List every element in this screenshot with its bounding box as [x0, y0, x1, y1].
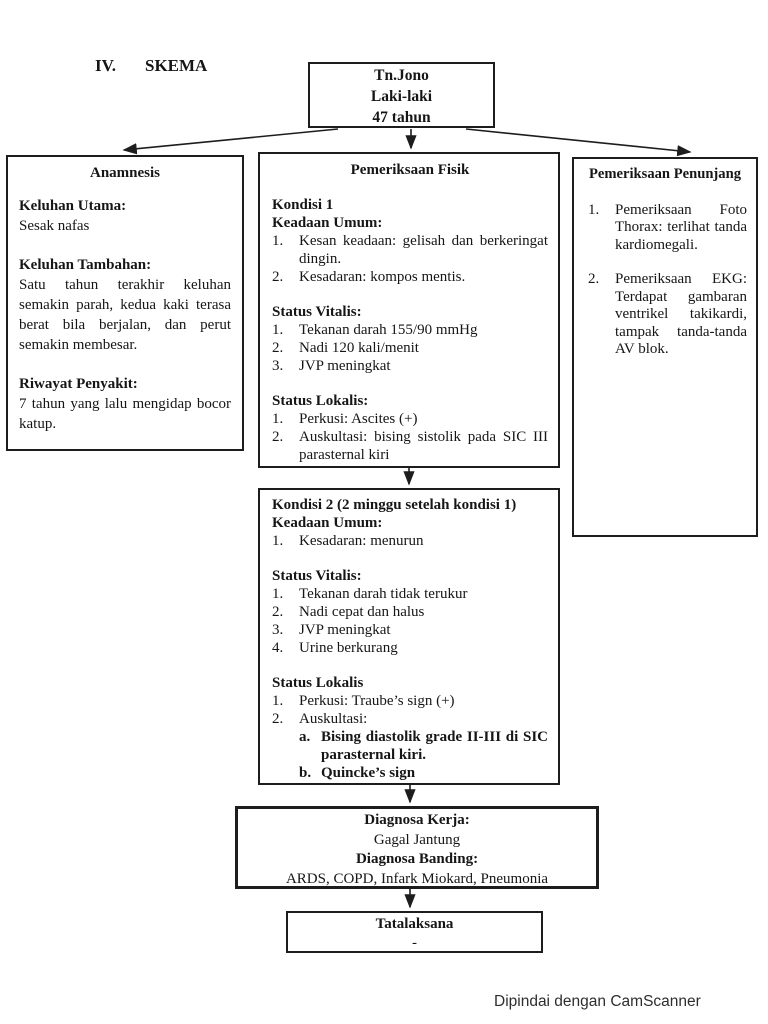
- keluhan-tambahan-section: Keluhan Tambahan: Satu tahun terakhir ke…: [19, 255, 231, 355]
- list-item: Tekanan darah tidak terukur: [299, 586, 468, 602]
- status-lokalis-label: Status Lokalis:: [272, 393, 369, 409]
- list-item: JVP meningkat: [299, 358, 391, 374]
- list-item: Perkusi: Ascites (+): [299, 411, 418, 427]
- section-heading: IV. SKEMA: [95, 56, 207, 76]
- riwayat-penyakit-label: Riwayat Penyakit:: [19, 376, 138, 392]
- arrow-to-anamnesis: [122, 128, 339, 155]
- diagnosa-banding-value: ARDS, COPD, Infark Miokard, Pneumonia: [285, 870, 549, 887]
- anamnesis-box: Anamnesis Keluhan Utama: Sesak nafas Kel…: [6, 155, 244, 451]
- riwayat-penyakit-section: Riwayat Penyakit: 7 tahun yang lalu meng…: [19, 374, 231, 434]
- list-item: Quincke’s sign: [321, 765, 416, 781]
- status-vitalis-group: Status Vitalis: Tekanan darah 155/90 mmH…: [272, 303, 548, 375]
- penunjang-list: Pemeriksaan Foto Thorax: terlihat tanda …: [583, 202, 747, 359]
- kondisi2-status-vitalis-list: Tekanan darah tidak terukur Nadi cepat d…: [272, 585, 548, 657]
- kondisi2-box: Kondisi 2 (2 minggu setelah kondisi 1) K…: [258, 488, 560, 785]
- list-item: Bising diastolik grade II-III di SIC par…: [321, 729, 548, 763]
- keluhan-utama-section: Keluhan Utama: Sesak nafas: [19, 196, 231, 236]
- keadaan-umum-label: Keadaan Umum:: [272, 515, 383, 531]
- status-vitalis-label: Status Vitalis:: [272, 568, 362, 584]
- keluhan-tambahan-text: Satu tahun terakhir keluhan semakin para…: [19, 277, 231, 353]
- patient-sex: Laki-laki: [370, 88, 433, 105]
- kondisi1-label: Kondisi 1: [272, 197, 334, 213]
- arrow-to-pemeriksaan-penunjang: [465, 128, 692, 157]
- diagnosa-kerja-label: Diagnosa Kerja:: [364, 812, 470, 828]
- patient-box: Tn.Jono Laki-laki 47 tahun: [308, 62, 495, 128]
- patient-name: Tn.Jono: [374, 67, 429, 84]
- kondisi2-status-vitalis-group: Status Vitalis: Tekanan darah tidak teru…: [272, 567, 548, 657]
- status-lokalis-label: Status Lokalis: [272, 675, 364, 691]
- list-item: Kesan keadaan: gelisah dan berkeringat d…: [299, 233, 548, 267]
- kondisi2-keadaan-umum-group: Keadaan Umum: Kesadaran: menurun: [272, 514, 548, 550]
- kondisi2-status-lokalis-group: Status Lokalis Perkusi: Traube’s sign (+…: [272, 674, 548, 782]
- camscanner-watermark: Dipindai dengan CamScanner: [494, 993, 701, 1010]
- list-item: Tekanan darah 155/90 mmHg: [299, 322, 478, 338]
- list-item: Auskultasi: bising sistolik pada SIC III…: [299, 429, 548, 463]
- kondisi2-title: Kondisi 2 (2 minggu setelah kondisi 1): [272, 497, 517, 513]
- section-title: SKEMA: [145, 56, 208, 75]
- diagnosa-banding-label: Diagnosa Banding:: [355, 851, 479, 867]
- list-item: Pemeriksaan EKG: Terdapat gambaran ventr…: [615, 271, 747, 357]
- list-item: Auskultasi: Bising diastolik grade II-II…: [299, 711, 548, 782]
- keadaan-umum-label: Keadaan Umum:: [272, 215, 383, 231]
- tatalaksana-box: Tatalaksana -: [286, 911, 543, 953]
- riwayat-penyakit-text: 7 tahun yang lalu mengidap bocor katup.: [19, 396, 231, 432]
- kondisi2-keadaan-umum-list: Kesadaran: menurun: [272, 532, 548, 550]
- list-item: Kesadaran: kompos mentis.: [299, 269, 466, 285]
- tatalaksana-title: Tatalaksana: [375, 916, 454, 932]
- list-item: Perkusi: Traube’s sign (+): [299, 693, 455, 709]
- list-item: Nadi 120 kali/menit: [299, 340, 419, 356]
- status-vitalis-label: Status Vitalis:: [272, 304, 362, 320]
- status-vitalis-list: Tekanan darah 155/90 mmHg Nadi 120 kali/…: [272, 321, 548, 375]
- kondisi2-status-lokalis-list: Perkusi: Traube’s sign (+) Auskultasi: B…: [272, 692, 548, 782]
- pemeriksaan-fisik-title: Pemeriksaan Fisik: [350, 162, 470, 178]
- patient-age: 47 tahun: [372, 109, 431, 126]
- list-item: Kesadaran: menurun: [299, 533, 424, 549]
- diagnosa-box: Diagnosa Kerja: Gagal Jantung Diagnosa B…: [235, 806, 599, 889]
- pemeriksaan-penunjang-title: Pemeriksaan Penunjang: [588, 166, 742, 182]
- keluhan-utama-text: Sesak nafas: [19, 218, 90, 234]
- list-item: Nadi cepat dan halus: [299, 604, 425, 620]
- auskultasi-sublist: Bising diastolik grade II-III di SIC par…: [299, 728, 548, 782]
- anamnesis-title: Anamnesis: [89, 165, 160, 181]
- tatalaksana-value: -: [412, 935, 417, 951]
- keadaan-umum-list: Kesan keadaan: gelisah dan berkeringat d…: [272, 232, 548, 286]
- list-item: Urine berkurang: [299, 640, 398, 656]
- status-lokalis-group: Status Lokalis: Perkusi: Ascites (+) Aus…: [272, 392, 548, 464]
- section-number: IV.: [95, 56, 116, 75]
- keluhan-utama-label: Keluhan Utama:: [19, 198, 127, 214]
- list-item: Pemeriksaan Foto Thorax: terlihat tanda …: [615, 201, 747, 253]
- keluhan-tambahan-label: Keluhan Tambahan:: [19, 257, 152, 273]
- kondisi1-keadaan-umum-group: Kondisi 1 Keadaan Umum: Kesan keadaan: g…: [272, 196, 548, 286]
- diagnosa-kerja-value: Gagal Jantung: [373, 831, 461, 848]
- status-lokalis-list: Perkusi: Ascites (+) Auskultasi: bising …: [272, 410, 548, 464]
- pemeriksaan-fisik-box: Pemeriksaan Fisik Kondisi 1 Keadaan Umum…: [258, 152, 560, 468]
- pemeriksaan-penunjang-box: Pemeriksaan Penunjang Pemeriksaan Foto T…: [572, 157, 758, 537]
- list-item: JVP meningkat: [299, 622, 391, 638]
